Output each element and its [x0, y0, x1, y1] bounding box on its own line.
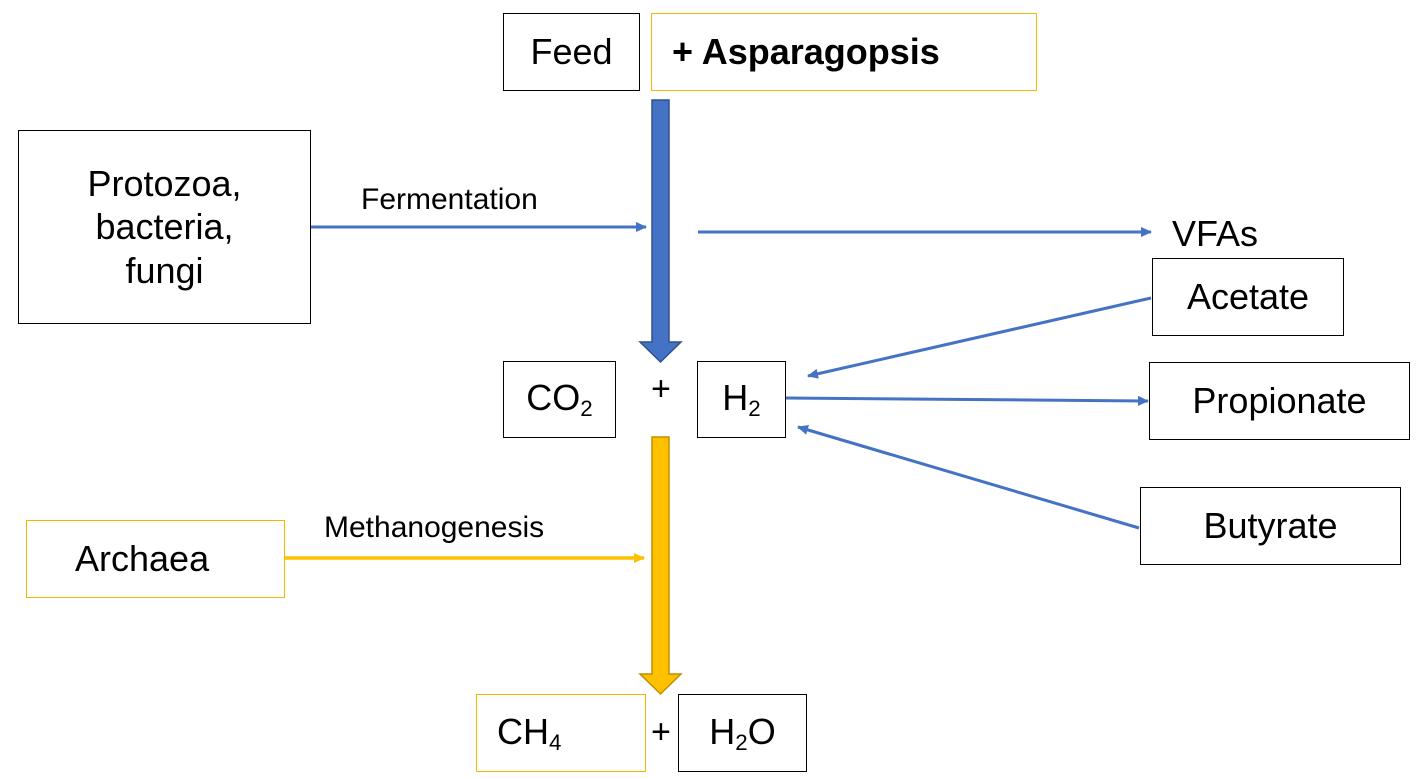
vfas-label: VFAs: [1172, 213, 1259, 254]
h2-label: H2: [722, 377, 761, 422]
plus-sign-top: +: [651, 370, 671, 408]
acetate-to-h2-arrow: [807, 296, 1152, 379]
co2-box: CO2: [503, 361, 616, 438]
propionate-box: Propionate: [1149, 362, 1410, 440]
plus-sign-bottom: +: [651, 713, 671, 751]
archaea-box: Archaea: [26, 520, 285, 598]
feed-label: Feed: [530, 31, 613, 73]
butyrate-to-h2-arrow: [797, 425, 1140, 530]
fermentation-label: Fermentation: [361, 183, 538, 216]
asparagopsis-box: + Asparagopsis: [651, 13, 1037, 91]
propionate-label: Propionate: [1192, 380, 1367, 422]
asparagopsis-label: + Asparagopsis: [672, 31, 940, 73]
methanogenesis-label: Methanogenesis: [324, 511, 545, 544]
h2o-label: H2O: [709, 710, 776, 755]
h2-box: H2: [697, 361, 786, 438]
h2o-box: H2O: [678, 694, 807, 772]
microbes-label: Protozoa, bacteria, fungi: [87, 163, 242, 291]
butyrate-label: Butyrate: [1203, 505, 1338, 547]
acetate-box: Acetate: [1152, 258, 1344, 336]
butyrate-box: Butyrate: [1140, 487, 1401, 565]
acetate-label: Acetate: [1186, 276, 1310, 318]
h2-to-propionate-arrow: [785, 395, 1149, 406]
microbes-box: Protozoa, bacteria, fungi: [18, 130, 311, 324]
co2-label: CO2: [526, 377, 593, 422]
archaea-label: Archaea: [75, 538, 210, 580]
ch4-label: CH4: [497, 710, 562, 755]
feed-flow-arrow: [638, 99, 683, 364]
ch4-box: CH4: [476, 694, 646, 772]
methanogenesis-flow-arrow: [638, 436, 683, 696]
feed-box: Feed: [503, 13, 640, 91]
